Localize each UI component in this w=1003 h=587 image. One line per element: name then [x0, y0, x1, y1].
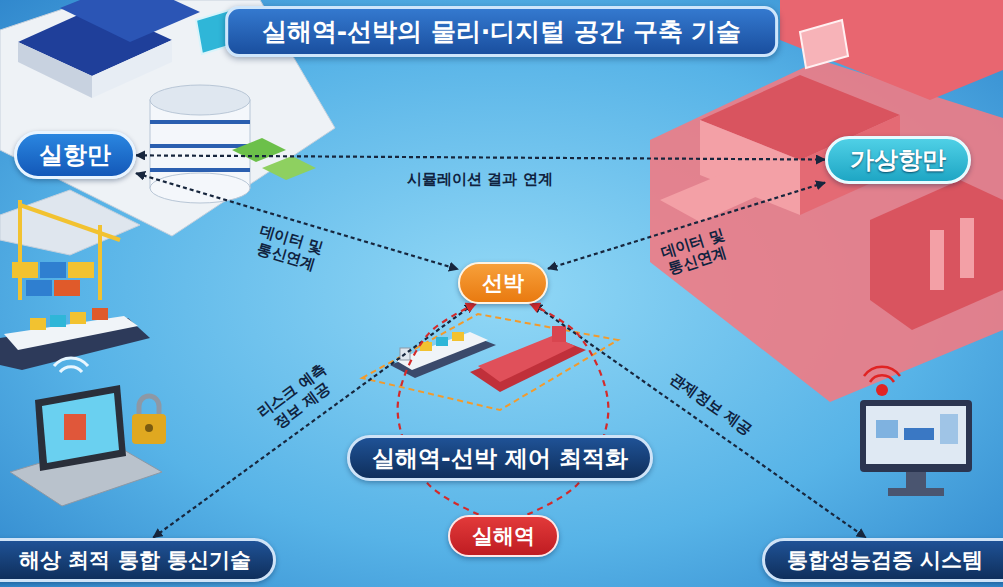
art-shape [150, 173, 250, 203]
art-shape [660, 175, 760, 222]
art-shape [552, 326, 566, 342]
node-text: 해상 최적 통합 통신기술 [19, 547, 251, 573]
monitor-illustration [860, 367, 972, 496]
art-shape [150, 168, 250, 172]
art-shape [232, 138, 286, 162]
dotted-arrow [533, 304, 866, 538]
art-shape [68, 262, 94, 278]
node-text: 통합성능검증 시스템 [787, 547, 983, 573]
art-shape [362, 314, 618, 410]
ship-label: 선박 [458, 262, 548, 304]
art-shape [42, 393, 119, 463]
art-shape [888, 488, 944, 496]
cycle-arrow [527, 304, 608, 515]
art-shape [650, 60, 1003, 402]
art-shape [54, 280, 80, 296]
art-shape [40, 262, 66, 278]
virtual-port-illustration [650, 0, 1003, 402]
art-shape [436, 337, 448, 346]
art-shape [18, 42, 92, 98]
art-shape [145, 424, 153, 432]
process-pill: 실해역-선박 제어 최적화 [347, 435, 653, 482]
node-text: 가상항만 [850, 145, 946, 175]
art-shape [20, 205, 120, 240]
node-text: 선박 [482, 270, 524, 296]
art-shape [35, 385, 126, 471]
port-label: 가상항만 [825, 136, 971, 184]
art-shape [150, 120, 250, 124]
art-shape [12, 262, 38, 278]
art-shape [54, 358, 88, 366]
art-shape [780, 0, 1003, 100]
dotted-arrow [153, 304, 474, 538]
art-shape [478, 336, 575, 382]
art-shape [800, 20, 848, 68]
art-shape [870, 180, 1003, 330]
ship-illustration [362, 314, 618, 410]
art-shape [860, 400, 972, 472]
art-shape [940, 414, 958, 444]
laptop-lock-illustration [10, 358, 166, 506]
system-pill: 통합성능검증 시스템 [762, 538, 1003, 582]
title-banner: 실해역-선박의 물리·디지털 공간 구축 기술 [225, 6, 779, 57]
node-text: 실해역 [472, 523, 535, 549]
system-pill: 해상 최적 통합 통신기술 [0, 538, 276, 582]
sea-label: 실해역 [448, 515, 559, 557]
art-shape [60, 0, 200, 42]
art-shape [92, 308, 108, 320]
art-shape [98, 225, 102, 300]
art-shape [30, 318, 46, 330]
art-shape [18, 200, 22, 300]
art-shape [150, 85, 250, 115]
art-shape [26, 280, 52, 296]
art-shape [866, 406, 966, 464]
art-shape [452, 332, 464, 341]
art-shape [876, 420, 898, 438]
edge-label: 시뮬레이션 결과 연계 [408, 170, 554, 189]
art-shape [876, 384, 888, 396]
edge-label: 리스크 예측 정보 제공 [249, 356, 345, 439]
art-shape [870, 375, 894, 382]
edge-label: 데이터 및 통신연계 [654, 224, 735, 280]
art-shape [150, 144, 250, 148]
art-shape [70, 312, 86, 324]
node-text: 실해역-선박 제어 최적화 [372, 444, 628, 473]
art-shape [904, 428, 934, 440]
edge-label: 데이터 및 통신연계 [248, 220, 329, 276]
node-text: 실항만 [39, 140, 111, 170]
art-shape [930, 230, 944, 290]
art-shape [139, 396, 159, 414]
art-shape [64, 414, 86, 440]
dotted-arrow [136, 155, 825, 159]
edge-label: 관제정보 제공 [667, 370, 755, 439]
cycle-arrow [398, 304, 479, 515]
art-shape [60, 367, 82, 372]
art-shape [906, 472, 926, 490]
art-shape [960, 218, 974, 278]
port-label: 실항만 [14, 131, 136, 179]
art-shape [132, 414, 166, 444]
art-shape [262, 156, 316, 180]
art-shape [50, 315, 66, 327]
art-shape [92, 40, 172, 98]
art-shape [864, 367, 900, 376]
